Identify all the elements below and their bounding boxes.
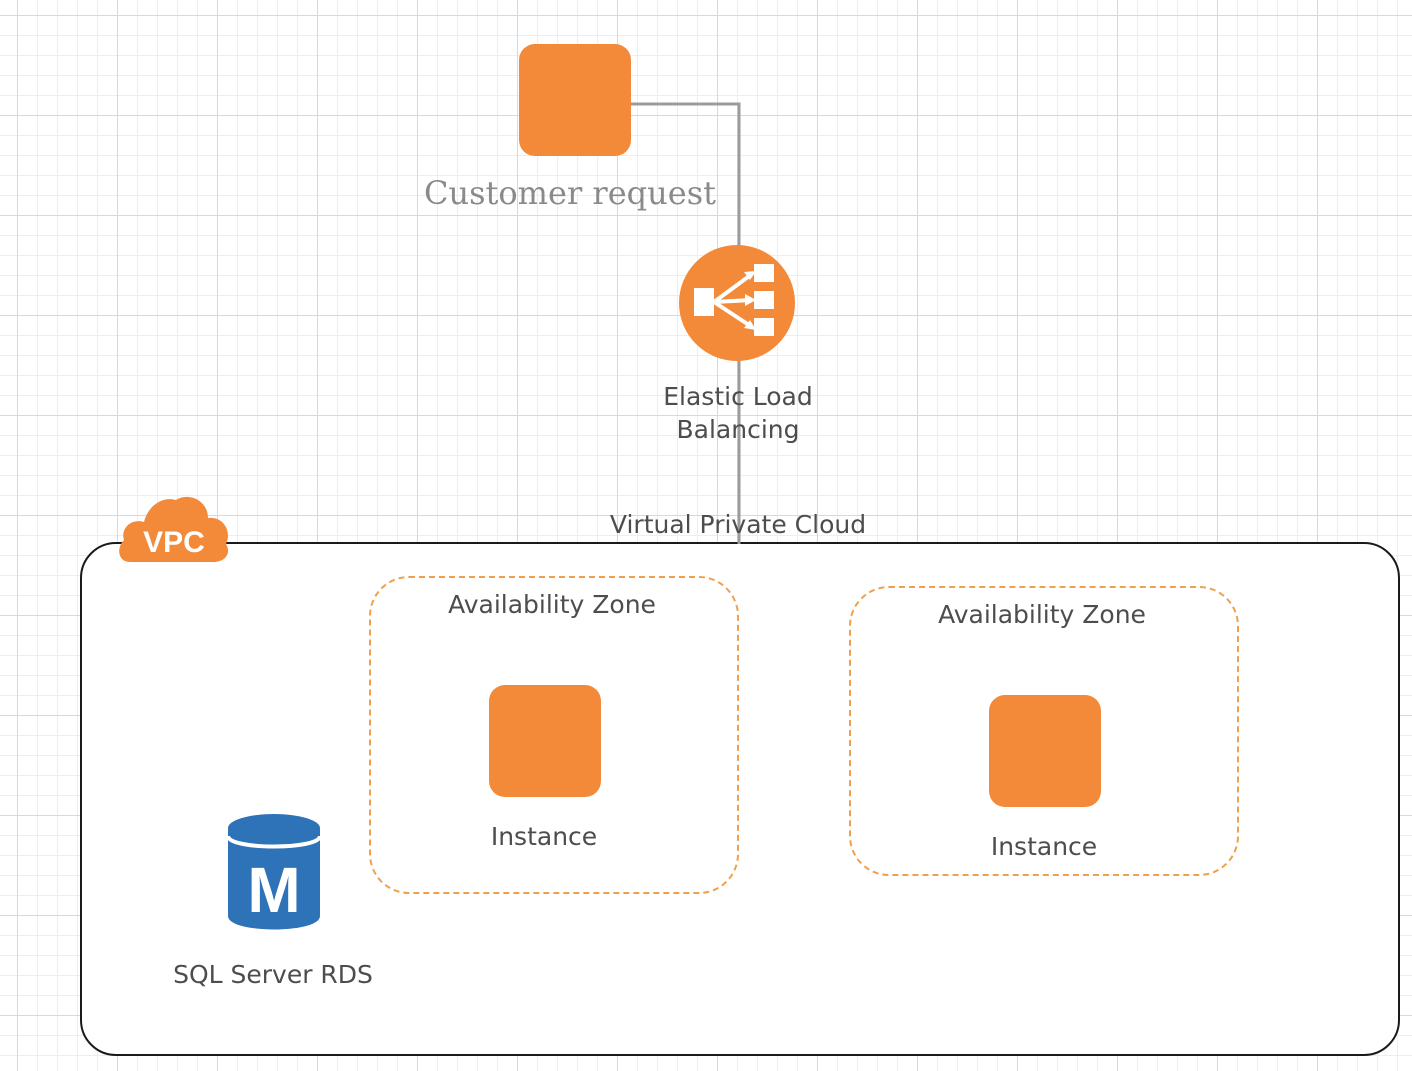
customer-request-label: Customer request (424, 174, 716, 212)
elb-label-line2: Balancing (676, 415, 800, 444)
instance-2-icon[interactable] (989, 695, 1101, 807)
vpc-container[interactable] (80, 542, 1400, 1056)
availability-zone-2-label: Availability Zone (938, 600, 1146, 629)
customer-request-icon[interactable] (519, 44, 631, 156)
vpc-label: Virtual Private Cloud (609, 510, 867, 539)
availability-zone-2[interactable] (849, 586, 1239, 876)
elastic-load-balancing-icon[interactable] (678, 244, 796, 362)
availability-zone-1-label: Availability Zone (448, 590, 656, 619)
customer-to-elb-connector (631, 102, 741, 248)
rds-label: SQL Server RDS (173, 960, 373, 989)
instance-1-label: Instance (490, 822, 598, 851)
database-icon[interactable]: M (228, 814, 320, 932)
instance-2-label: Instance (990, 832, 1098, 861)
vpc-cloud-icon: VPC (119, 496, 229, 562)
elb-label-line1: Elastic Load (663, 382, 813, 411)
vpc-badge-text: VPC (143, 526, 205, 559)
instance-1-icon[interactable] (489, 685, 601, 797)
database-icon-letter: M (247, 854, 300, 926)
availability-zone-1[interactable] (369, 576, 739, 894)
